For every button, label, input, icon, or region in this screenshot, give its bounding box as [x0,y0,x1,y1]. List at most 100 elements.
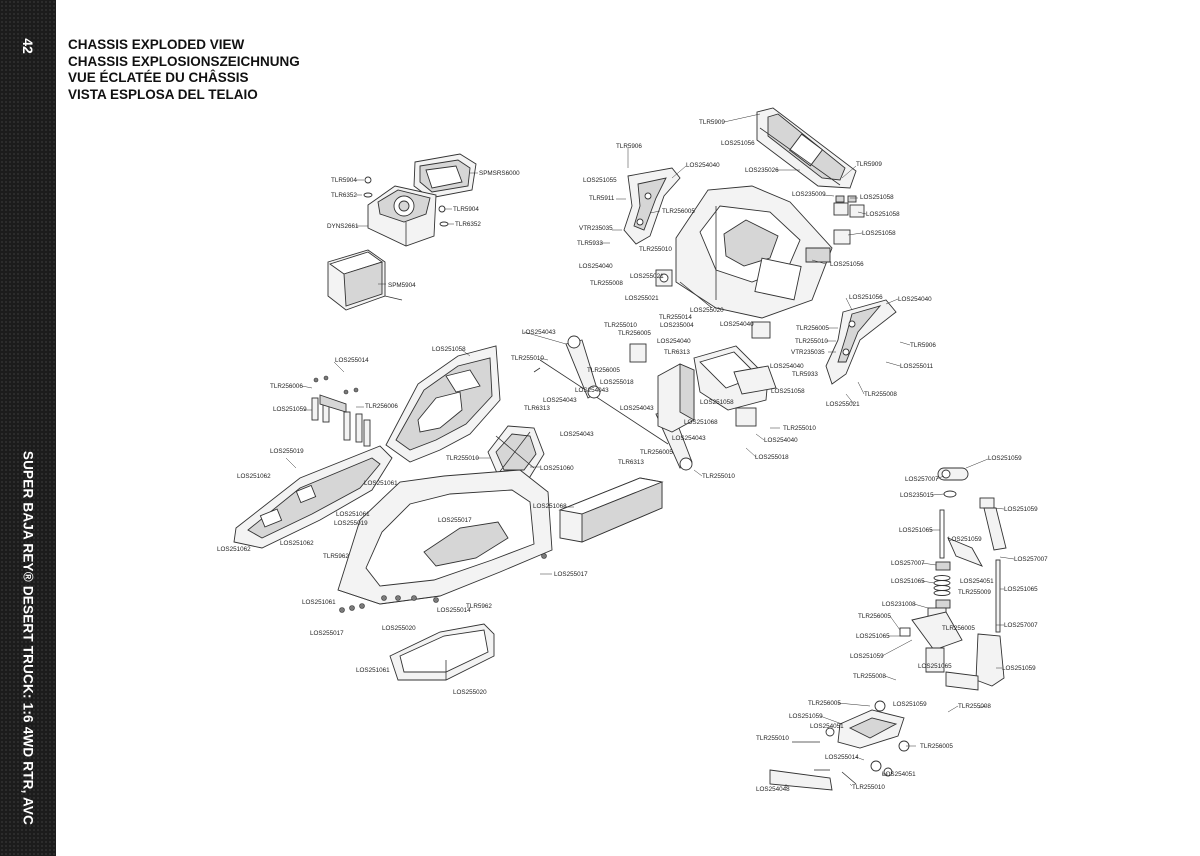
part-label: LOS251062 [217,546,251,553]
part-label: LOS257007 [905,476,939,483]
part-label: LOS255017 [310,630,344,637]
part-label: LOS257007 [1014,556,1048,563]
page-titles: CHASSIS EXPLODED VIEW CHASSIS EXPLOSIONS… [68,37,300,103]
title-french: VUE ÉCLATÉE DU CHÂSSIS [68,70,249,85]
part-label: TLR6313 [524,405,550,412]
part-label: LOS255020 [453,689,487,696]
part-label: LOS251065 [1004,586,1038,593]
part-label: LOS254040 [898,296,932,303]
chassis-brace-assembly [623,167,681,245]
part-label: LOS254040 [764,437,798,444]
servo-saver-blocks [629,321,777,433]
part-label: LOS257007 [1004,622,1038,629]
part-label: TLR255008 [958,703,991,710]
part-label: LOS255014 [437,607,471,614]
part-label: LOS257007 [891,560,925,567]
part-label: LOS251056 [849,294,883,301]
part-label: TLR256005 [858,613,891,620]
center-chassis-block [675,185,833,319]
part-label: LOS251059 [988,455,1022,462]
part-label: LOS254051 [882,771,916,778]
part-label: TLR5962 [466,603,492,610]
part-label: TLR256005 [942,625,975,632]
mount-blocks-front [655,195,865,287]
part-label: LOS254040 [770,363,804,370]
part-label: LOS254051 [960,578,994,585]
part-label: LOS254048 [756,786,790,793]
part-labels: TLR5909 LOS251056 TLR5906 LOS254040 LOS2… [217,119,1048,793]
part-label: TLR255010 [446,455,479,462]
part-label: LOS251062 [237,473,271,480]
part-label: TLR255010 [795,338,828,345]
bulkhead-posts [311,375,371,447]
part-label: TLR5933 [577,240,603,247]
part-label: LOS255020 [690,307,724,314]
spring-coil [933,575,951,596]
part-label: LOS251056 [721,140,755,147]
part-label: LOS251059 [273,406,307,413]
part-label: LOS251059 [850,653,884,660]
part-label: LOS251068 [533,503,567,510]
part-label: LOS254040 [579,263,613,270]
part-label: TLR5962 [323,553,349,560]
part-label: LOS251058 [700,399,734,406]
part-label: TLR256005 [808,700,841,707]
part-label: LOS235009 [792,191,826,198]
part-label: SPM5904 [388,282,416,289]
part-label: TLR5906 [616,143,642,150]
part-label: LOS251058 [866,211,900,218]
part-label: TLR5906 [910,342,936,349]
part-label: LOS254040 [686,162,720,169]
title-german: CHASSIS EXPLOSIONSZEICHNUNG [68,53,300,69]
part-label: TLR6313 [664,349,690,356]
part-label: LOS254040 [720,321,754,328]
part-label: LOS254043 [575,387,609,394]
part-label: TLR255010 [783,425,816,432]
part-label: LOS254040 [657,338,691,345]
part-label: TLR255014 [659,314,692,321]
part-label: LOS254043 [560,431,594,438]
part-label: SPMSRS6000 [479,170,520,177]
part-label: LOS255014 [335,357,369,364]
part-label: LOS255021 [625,295,659,302]
part-label: LOS251058 [771,388,805,395]
part-label: TLR255010 [604,322,637,329]
part-label: LOS251061 [356,667,390,674]
part-label: TLR255010 [511,355,544,362]
part-label: LOS235004 [660,322,694,329]
part-label: LOS251062 [280,540,314,547]
part-label: LOS251059 [1004,506,1038,513]
part-label: TLR5909 [856,161,882,168]
part-label: LOS251068 [684,419,718,426]
part-label: TLR5904 [453,206,479,213]
part-label: TLR255009 [958,589,991,596]
front-bumper-brace [756,107,857,189]
part-label: DYNS2661 [327,223,359,230]
part-label: TLR256005 [587,367,620,374]
part-label: LOS251058 [860,194,894,201]
part-label: LOS251065 [891,578,925,585]
part-label: TLR256005 [662,208,695,215]
part-label: LOS251061 [302,599,336,606]
part-label: TLR256005 [920,743,953,750]
part-label: LOS255014 [825,754,859,761]
part-label: LOS255019 [334,520,368,527]
part-label: LOS251059 [893,701,927,708]
part-label: LOS251059 [1002,665,1036,672]
part-label: LOS254051 [810,723,844,730]
part-label: LOS254043 [543,397,577,404]
part-label: LOS231008 [882,601,916,608]
steering-rack-assembly [769,700,910,791]
part-label: LOS255019 [270,448,304,455]
part-label: LOS235026 [745,167,779,174]
sidebar-band: 42 SUPER BAJA REY® DESERT TRUCK: 1:6 4WD… [0,0,56,856]
part-label: LOS251060 [540,465,574,472]
rear-shock-tower [385,345,501,463]
part-label: LOS251065 [856,633,890,640]
part-label: LOS255017 [438,517,472,524]
part-label: TLR5911 [589,195,615,202]
part-label: VTR235035 [791,349,825,356]
part-label: LOS254043 [620,405,654,412]
part-label: TLR255008 [590,280,623,287]
